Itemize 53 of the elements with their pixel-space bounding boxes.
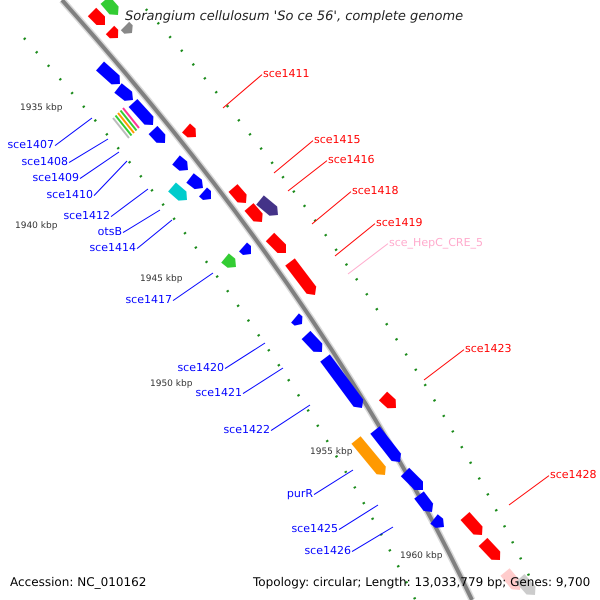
gene-label: sce1422 (223, 424, 270, 435)
gene-label: sce1407 (7, 139, 54, 150)
gene-label: sce1418 (352, 185, 399, 196)
gene-label: sce1411 (263, 68, 310, 79)
leader-line (424, 349, 464, 380)
genome-summary-text: Topology: circular; Length: 13,033,779 bp; Genes: 9,700 (253, 576, 590, 588)
gene-label: sce1426 (304, 545, 351, 556)
leader-line (508, 475, 550, 506)
gene-label: sce1420 (177, 362, 224, 373)
gene-label: sce1415 (314, 134, 361, 145)
leader-line (274, 140, 314, 174)
leader-line (334, 223, 376, 256)
accession-text: Accession: NC_010162 (10, 576, 146, 588)
leader-line (312, 191, 352, 224)
leader-line (80, 152, 120, 180)
leader-line (136, 220, 172, 250)
gene-label: sce1410 (46, 189, 93, 200)
gene-label: sce1409 (32, 172, 79, 183)
leader-line (68, 138, 108, 164)
gene-label: sce1425 (291, 523, 338, 534)
kbp-label: 1955 kbp (310, 448, 352, 457)
gene-label: sce1423 (465, 343, 512, 354)
kbp-label: 1960 kbp (400, 552, 442, 561)
gene-label: purR (286, 488, 313, 499)
title: Sorangium cellulosum 'So ce 56', complete genome (125, 10, 464, 23)
leader-line (110, 188, 148, 218)
kbp-label: 1940 kbp (15, 222, 58, 231)
leader-line (288, 160, 328, 192)
gene-label: sce_HepC_CRE_5 (389, 237, 484, 248)
kbp-label: 1935 kbp (20, 104, 62, 113)
gene-label: sce1428 (550, 469, 597, 480)
gene-label: otsB (98, 226, 122, 237)
kbp-label: 1945 kbp (140, 275, 182, 284)
leader-line (270, 404, 310, 432)
gene-label: sce1417 (125, 294, 172, 305)
gene-label: sce1419 (376, 217, 423, 228)
leader-line (338, 504, 378, 530)
gene-label: sce1412 (63, 210, 110, 221)
leader-line (222, 74, 262, 108)
gene-label: sce1408 (21, 156, 68, 167)
leader-line (348, 243, 388, 274)
leader-line (172, 272, 214, 302)
leader-line (224, 342, 266, 370)
gene-label: sce1414 (89, 242, 136, 253)
gene-label: sce1421 (195, 387, 242, 398)
leader-line (94, 160, 128, 196)
leader-line (54, 118, 92, 146)
leader-line (352, 526, 394, 552)
leader-line (122, 210, 160, 234)
leader-line (314, 470, 354, 496)
kbp-label: 1950 kbp (150, 380, 192, 389)
leader-line (242, 368, 284, 394)
gene-label: sce1416 (328, 154, 375, 165)
